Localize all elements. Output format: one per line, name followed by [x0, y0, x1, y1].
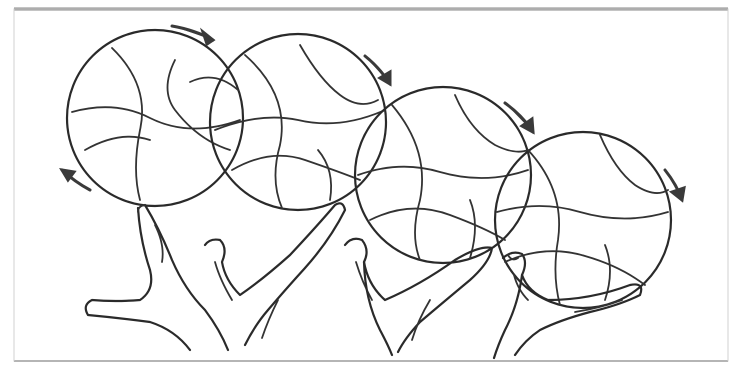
basketball-3	[355, 87, 531, 263]
hand-1	[86, 203, 345, 350]
basketball-1	[67, 30, 243, 206]
basketball-2	[210, 34, 386, 210]
rotation-arrow-1	[172, 26, 213, 44]
